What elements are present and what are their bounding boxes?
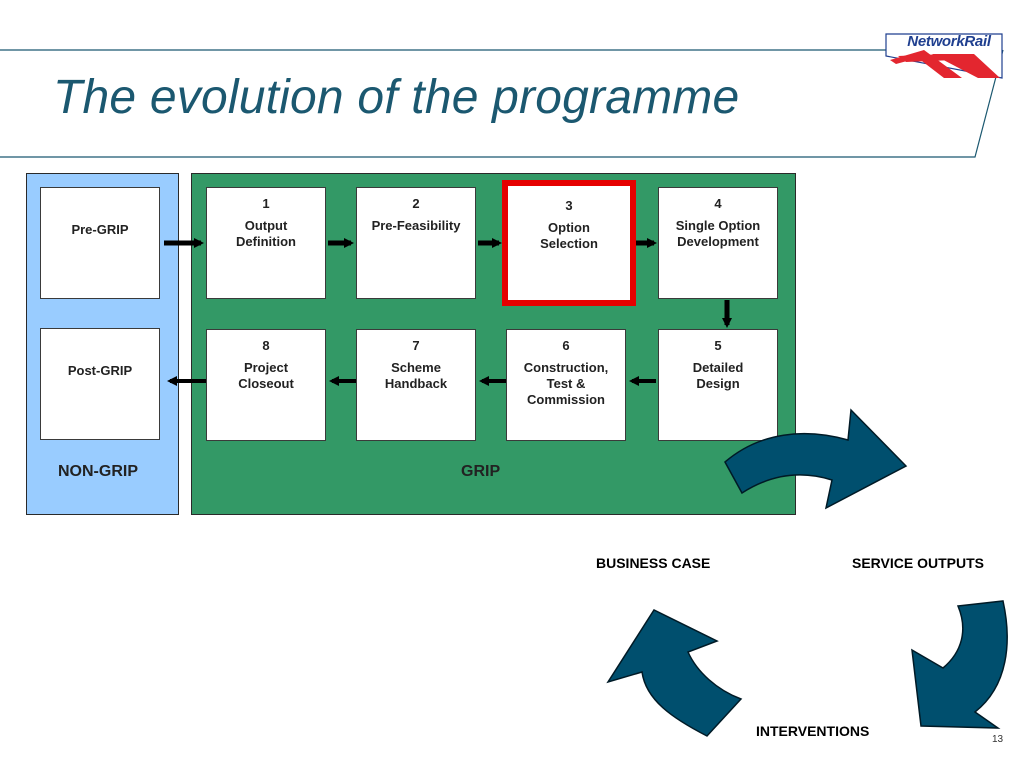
- stage-box-5: 5 Detailed Design: [658, 329, 778, 441]
- stage-number: 5: [714, 338, 722, 353]
- nongrip-label: NON-GRIP: [58, 463, 138, 480]
- cycle-arrow-left: [606, 609, 743, 737]
- header-frame: [0, 49, 1004, 158]
- stage-box-8: 8 Project Closeout: [206, 329, 326, 441]
- post-grip-box: Post-GRIP: [40, 328, 160, 440]
- interventions-label: INTERVENTIONS: [756, 723, 870, 739]
- stage-label: Single Option Development: [675, 218, 761, 249]
- stage-number: 3: [565, 198, 573, 213]
- pre-grip-box: Pre-GRIP: [40, 187, 160, 299]
- stage-label: Output Definition: [236, 218, 296, 249]
- cycle-arrow-top: [724, 408, 908, 510]
- stage-label: Project Closeout: [238, 360, 294, 391]
- stage-box-7: 7 Scheme Handback: [356, 329, 476, 441]
- stage-box-3-highlighted: 3 Option Selection: [502, 180, 636, 306]
- business-case-label: BUSINESS CASE: [596, 555, 711, 571]
- service-outputs-label: SERVICE OUTPUTS: [852, 555, 984, 571]
- stage-label: Construction, Test & Commission: [523, 360, 609, 407]
- stage-label: Option Selection: [540, 220, 598, 251]
- network-rail-logo: [885, 33, 1003, 79]
- stage-box-1: 1 Output Definition: [206, 187, 326, 299]
- grip-label: GRIP: [461, 463, 501, 480]
- stage-number: 7: [412, 338, 420, 353]
- stage-label: Detailed Design: [692, 360, 744, 391]
- stage-number: 8: [262, 338, 270, 353]
- pre-grip-label: Pre-GRIP: [71, 222, 129, 237]
- stage-box-6: 6 Construction, Test & Commission: [506, 329, 626, 441]
- logo-text: NetworkRail: [907, 33, 991, 50]
- cycle-arrow-right: [911, 600, 1008, 729]
- post-grip-label: Post-GRIP: [67, 363, 133, 378]
- page-number: 13: [992, 734, 1004, 745]
- stage-label: Scheme Handback: [384, 360, 448, 391]
- stage-label: Pre-Feasibility: [371, 218, 461, 233]
- stage-box-4: 4 Single Option Development: [658, 187, 778, 299]
- stage-number: 6: [562, 338, 570, 353]
- stage-number: 4: [714, 196, 722, 211]
- stage-box-2: 2 Pre-Feasibility: [356, 187, 476, 299]
- slide-title: The evolution of the programme: [53, 71, 740, 124]
- stage-number: 1: [262, 196, 270, 211]
- stage-number: 2: [412, 196, 420, 211]
